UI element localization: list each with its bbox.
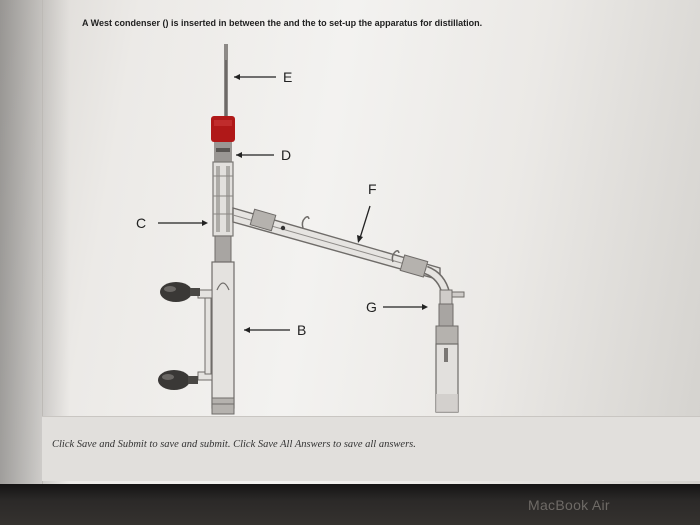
- side-arms: [197, 289, 213, 381]
- label-c: C: [136, 215, 146, 231]
- label-g: G: [366, 299, 377, 315]
- thermometer-adapter: [214, 142, 232, 162]
- receiving-flask: [435, 325, 459, 413]
- question-part-1: A West condenser (: [82, 18, 166, 28]
- west-condenser: [232, 207, 441, 281]
- distillation-head: [212, 161, 234, 237]
- laptop-bezel: [0, 484, 700, 525]
- question-part-3: and the: [283, 18, 316, 28]
- arrow-f: [357, 205, 371, 243]
- screen: A West condenser () is inserted in betwe…: [0, 0, 700, 484]
- thermometer-adapter-stopper: [211, 116, 235, 142]
- arrow-b: [244, 327, 290, 333]
- label-b: B: [297, 322, 306, 338]
- head-joint: [214, 235, 232, 263]
- content-frame: [42, 0, 700, 484]
- question-part-4: to set-up the apparatus for: [318, 18, 433, 28]
- label-e: E: [283, 69, 292, 85]
- thermometer: [224, 44, 228, 120]
- save-instruction: Click Save and Submit to save and submit…: [52, 439, 416, 450]
- screen-shadow: [0, 0, 70, 484]
- arrow-d: [236, 152, 274, 158]
- footer-bar: Click Save and Submit to save and submit…: [42, 416, 700, 481]
- bulb-upper: [160, 282, 200, 302]
- distilling-flask: [211, 261, 235, 415]
- label-f: F: [368, 181, 377, 197]
- bulb-lower: [158, 370, 198, 390]
- arrow-c: [158, 220, 208, 226]
- question-text: A West condenser () is inserted in betwe…: [82, 18, 682, 28]
- arrow-g: [383, 304, 428, 310]
- question-part-2: ) is inserted in between the: [165, 18, 282, 28]
- device-label: MacBook Air: [528, 497, 610, 513]
- question-part-5: distillation.: [434, 18, 483, 28]
- label-d: D: [281, 147, 291, 163]
- receiver-adapter: [424, 265, 465, 327]
- arrow-e: [234, 74, 276, 80]
- distillation-apparatus-diagram: E D C F G B: [136, 44, 465, 415]
